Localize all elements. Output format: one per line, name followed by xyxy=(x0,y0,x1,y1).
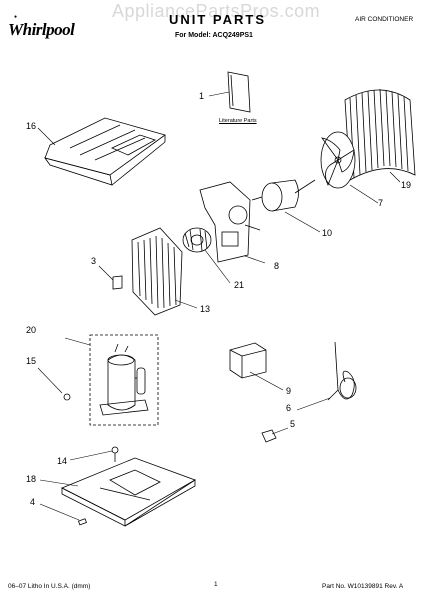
footer-page-number: 1 xyxy=(214,581,218,588)
callout-4: 4 xyxy=(30,497,36,507)
callout-16: 16 xyxy=(26,121,37,131)
model-line: For Model: ACQ249PS1 xyxy=(175,32,253,39)
callout-21: 21 xyxy=(234,280,245,290)
screw-part xyxy=(111,446,119,462)
callout-8: 8 xyxy=(274,261,280,271)
literature-parts-label: Literature Parts xyxy=(219,118,257,124)
callout-5: 5 xyxy=(290,419,296,429)
condenser-coil-part xyxy=(344,88,416,181)
compressor-part xyxy=(99,343,149,416)
callout-9: 9 xyxy=(286,386,292,396)
callout-7: 7 xyxy=(378,198,384,208)
callout-14: 14 xyxy=(57,456,68,466)
motor-bracket-part xyxy=(199,181,261,263)
footer-part-number: Part No. W10139891 Rev. A xyxy=(322,583,404,590)
compressor-group-box xyxy=(89,334,159,426)
capillary-tube-part xyxy=(327,341,357,401)
footer-litho: 06–07 Litho In U.S.A. (dmm) xyxy=(8,583,91,590)
brand-logo: Whirlpool xyxy=(8,20,75,39)
callout-15: 15 xyxy=(26,356,37,366)
callout-1: 1 xyxy=(199,91,205,101)
callout-20: 20 xyxy=(26,325,37,335)
base-pan-part xyxy=(61,457,196,527)
fan-blade-part xyxy=(320,131,356,189)
foam-block-part xyxy=(229,342,267,379)
callout-3: 3 xyxy=(91,256,97,266)
brand-tagline: ● xyxy=(14,14,18,20)
clip-part xyxy=(112,275,123,290)
watermark-text: AppliancePartsPros.com xyxy=(112,1,321,21)
page-title: UNIT PARTS xyxy=(168,12,267,27)
callout-13: 13 xyxy=(200,304,211,314)
evaporator-coil-part xyxy=(131,227,183,316)
blower-wheel-part xyxy=(182,227,212,253)
grommet-part xyxy=(63,393,71,401)
category-label: AIR CONDITIONER xyxy=(355,16,414,23)
cap-nut-part xyxy=(261,429,277,443)
small-clip-part xyxy=(77,518,87,526)
callout-18: 18 xyxy=(26,474,37,484)
callout-10: 10 xyxy=(322,228,333,238)
literature-booklet xyxy=(227,71,251,113)
callout-6: 6 xyxy=(286,403,292,413)
callout-19: 19 xyxy=(401,180,412,190)
top-cover-part xyxy=(44,117,166,186)
fan-motor-part xyxy=(251,179,316,212)
